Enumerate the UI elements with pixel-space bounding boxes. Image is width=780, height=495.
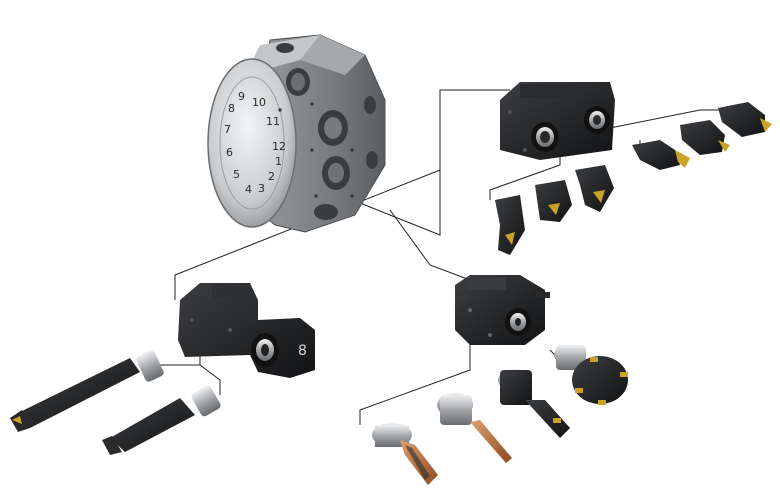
turret-port: [314, 204, 338, 220]
driven-tool-holder: [455, 275, 550, 345]
angle-head-holder: 8: [178, 283, 315, 378]
connector-to-driven-holder: [389, 209, 471, 281]
turning-tool-lower-2: [535, 180, 572, 222]
end-mill-tool: [372, 423, 438, 485]
turning-tool-right-1: [632, 140, 690, 170]
turret-face: [207, 58, 297, 228]
dial-number: 10: [252, 96, 266, 109]
double-tool-block: [500, 82, 615, 160]
dial-number: 6: [226, 146, 233, 159]
dial-number: 2: [268, 170, 275, 183]
connector-to-rotating-tools: [359, 340, 471, 425]
turret-dial-numbers: 1 12 11 10 9 8 7 6 5 4 3 2: [224, 90, 286, 196]
dial-number: 4: [245, 183, 252, 196]
connector-to-drill: [199, 364, 221, 395]
face-mill-cutter-tool: [554, 345, 628, 405]
face-mill-adapter-tool: [498, 369, 570, 438]
dial-number: 8: [228, 102, 235, 115]
dial-number: 7: [224, 123, 231, 136]
connector-to-right-tools: [599, 109, 740, 131]
dial-number: 9: [238, 90, 245, 103]
dial-number: 1: [275, 155, 282, 168]
connector-to-lower-tools: [489, 150, 561, 200]
turret-disc: 1 12 11 10 9 8 7 6 5 4 3 2: [207, 34, 386, 233]
boring-bar-tool: [10, 350, 164, 432]
connector-turret-to-block: [339, 89, 510, 236]
turning-tool-lower-3: [575, 165, 614, 212]
twist-drill-tool: [437, 393, 512, 463]
indexable-drill-tool: [102, 385, 221, 455]
svg-text:8: 8: [298, 343, 307, 359]
turning-tool-right-3: [718, 102, 772, 137]
dial-number: 5: [233, 168, 240, 181]
dial-number: 11: [266, 115, 280, 128]
turning-tool-lower-1: [495, 195, 525, 255]
turning-tool-right-2: [680, 120, 730, 155]
dial-number: 3: [258, 182, 265, 195]
dial-number: 12: [272, 140, 286, 153]
